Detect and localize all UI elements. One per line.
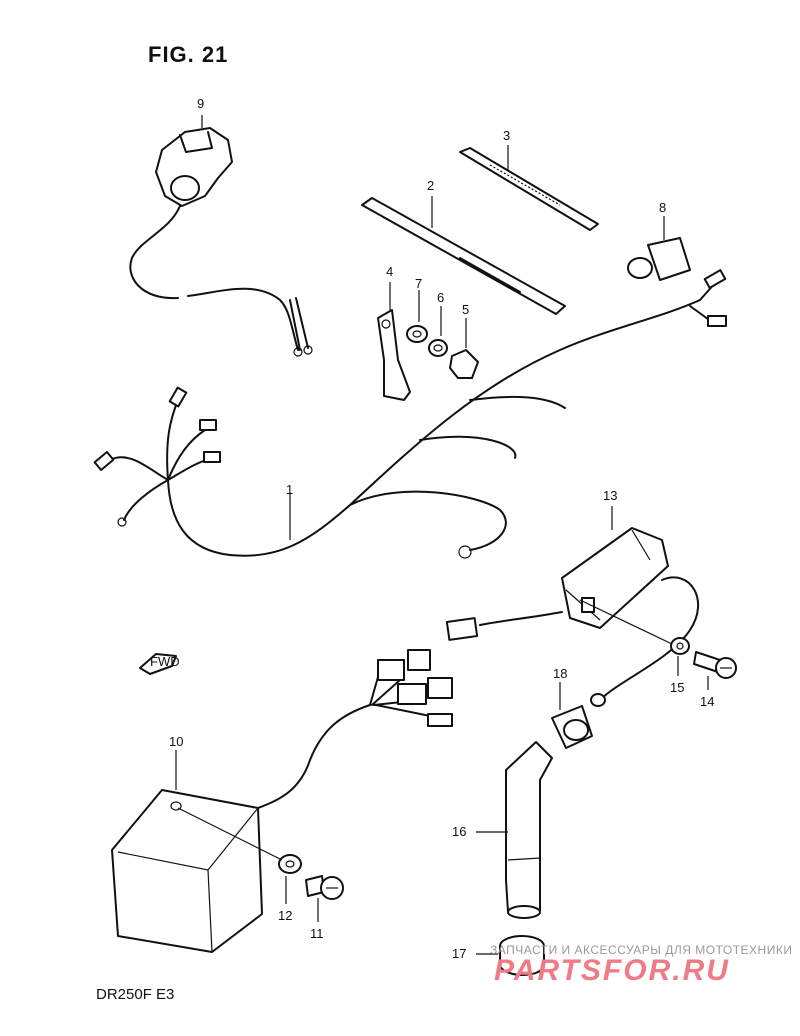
callout-18: 18 [553,666,567,681]
part-7-washer [406,290,428,343]
fwd-label: FWD [150,654,180,669]
part-9-switch [129,115,313,357]
callout-10: 10 [169,734,183,749]
callout-9: 9 [197,96,204,111]
part-4-bracket [377,282,411,401]
part-6-washer [428,306,448,357]
part-16-plug-cap [476,741,553,919]
callout-7: 7 [415,276,422,291]
part-8-cap [627,216,691,281]
callout-13: 13 [603,488,617,503]
part-1-harness [93,269,727,559]
part-18-grommet [551,682,593,749]
callout-4: 4 [386,264,393,279]
callout-2: 2 [427,178,434,193]
part-5-bolt [449,318,479,379]
watermark-logo: PARTSFOR.RU [494,954,730,987]
watermark-subtitle: ЗАПЧАСТИ И АКСЕССУАРЫ ДЛЯ МОТОТЕХНИКИ [490,943,793,957]
part-12-washer [177,807,302,904]
callout-15: 15 [670,680,684,695]
part-3-cable-tie [459,145,599,231]
part-14-screw [693,651,737,690]
callout-3: 3 [503,128,510,143]
callout-12: 12 [278,908,292,923]
part-15-washer [579,599,690,676]
callout-1: 1 [286,482,293,497]
figure-title: FIG. 21 [148,42,229,67]
callout-11: 11 [310,926,324,941]
part-2-strap [361,196,566,315]
callout-14: 14 [700,694,714,709]
part-13-ignition-coil [445,506,700,707]
callout-5: 5 [462,302,469,317]
part-10-cdi-unit [111,649,453,953]
callout-6: 6 [437,290,444,305]
callout-8: 8 [659,200,666,215]
callout-16: 16 [452,824,466,839]
fwd-arrow-icon: FWD [139,653,180,675]
callout-17: 17 [452,946,466,961]
part-17-cover [476,935,545,976]
part-11-screw [305,875,344,922]
model-code: DR250F E3 [96,986,175,1003]
